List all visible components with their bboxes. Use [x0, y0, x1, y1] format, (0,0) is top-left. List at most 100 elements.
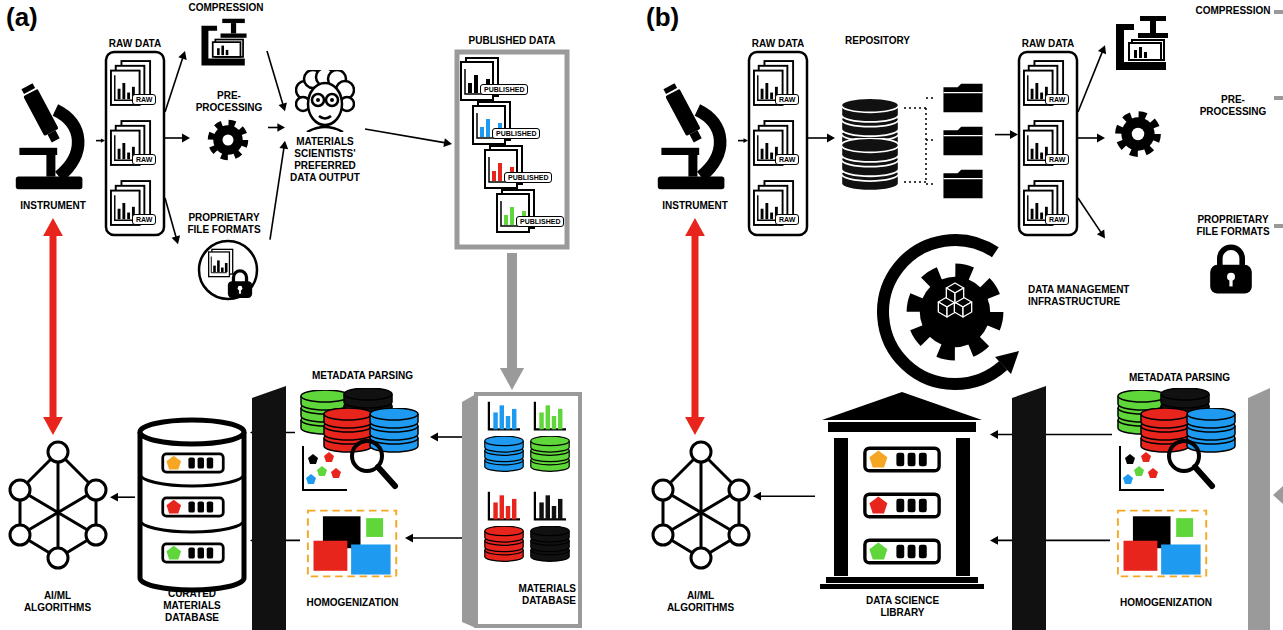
connector-line	[1078, 198, 1101, 233]
diagram-node: PROPRIETARY FILE FORMATS	[1105, 210, 1273, 305]
published-frame	[457, 52, 567, 247]
library-building-part	[865, 448, 939, 471]
arrow-head	[500, 368, 524, 390]
diagram-node: COMPRESSION	[185, 2, 267, 72]
homogenization-icon	[308, 511, 1206, 577]
connector-arrow	[268, 123, 285, 131]
curated-database-cylinder	[140, 420, 244, 590]
padlock-icon-part	[199, 241, 257, 299]
node-label: PROPRIETARY FILE FORMATS	[1193, 214, 1273, 238]
panel-letter: (a)	[6, 2, 38, 32]
connector-arrow	[165, 134, 190, 143]
arrow-head	[744, 138, 749, 143]
node-label: MATERIALS DATABASE	[496, 583, 576, 607]
arrow-head	[1097, 229, 1105, 238]
connector-line	[267, 51, 283, 105]
arrow-head	[172, 235, 180, 244]
node-label: HOMOGENIZATION	[1110, 597, 1222, 609]
arrow-head	[430, 433, 438, 442]
materials-database-panel-part	[489, 492, 520, 520]
diagram-node: DATA SCIENCE LIBRARY	[815, 390, 990, 626]
connector-arrow	[685, 218, 705, 435]
connector-line	[270, 147, 284, 239]
node-label: RAW DATA	[105, 38, 165, 50]
diagram-node: PROPRIETARY FILE FORMATS	[178, 212, 270, 304]
materials-database-panel-part	[476, 394, 580, 626]
diagram-node: DATA MANAGEMENT INFRASTRUCTURE	[880, 238, 1135, 388]
arrow-head	[279, 141, 288, 150]
connector-arrow	[405, 534, 468, 543]
scientist-icon-part	[296, 68, 354, 132]
materials-database-panel	[462, 394, 580, 628]
connector-arrow	[753, 492, 815, 501]
cut-off-arrow-part	[1274, 12, 1283, 226]
metadata-icon	[301, 388, 1235, 490]
microscope-icon-part	[16, 82, 83, 189]
diagram-node: AI/ML ALGORITHMS	[5, 435, 110, 616]
node-label: RAW DATA	[1018, 38, 1078, 50]
arrow-head	[277, 123, 285, 131]
diagram-node: RAW DATARAWRAWRAW	[748, 38, 808, 238]
panel-letter: (b)	[646, 2, 679, 32]
materials-database-panel-part	[485, 526, 523, 561]
diagram-node: MATERIALS SCIENTISTS' PREFERRED DATA OUT…	[285, 70, 365, 188]
node-label: DATA MANAGEMENT INFRASTRUCTURE	[1028, 284, 1135, 308]
library-building-part	[826, 577, 978, 583]
padlock-icon-part	[209, 249, 233, 276]
connector-arrow	[500, 253, 524, 390]
connector-line	[411, 537, 468, 539]
infrastructure-gear-part	[995, 351, 1019, 374]
arrow-head	[178, 51, 186, 60]
arrow-head	[278, 102, 286, 111]
compression-clamp	[201, 16, 1168, 70]
diagram-node: COMPRESSION	[1105, 2, 1271, 74]
curated-database-cylinder-part	[140, 420, 244, 444]
connector-arrow	[96, 138, 105, 142]
arrow-head	[405, 534, 413, 543]
diagram-node: INSTRUMENT	[652, 72, 738, 218]
connector-arrow	[43, 218, 63, 435]
arrow-head	[443, 138, 452, 147]
microscope-icon-part	[658, 82, 725, 189]
file-tag: PUBLISHED	[516, 216, 564, 227]
node-label: COMPRESSION	[185, 2, 267, 14]
node-label: DATA SCIENCE LIBRARY	[845, 595, 960, 619]
diagram-node: PRE-PROCESSING	[190, 90, 268, 165]
materials-database-panel-part	[489, 402, 520, 430]
arrow-head	[685, 218, 705, 236]
library-building-part	[820, 584, 984, 589]
connector-line	[268, 127, 279, 129]
diagram-node: METADATA PARSING	[1112, 372, 1247, 497]
node-label: MATERIALS SCIENTISTS' PREFERRED DATA OUT…	[285, 136, 365, 184]
library-building-part	[822, 392, 982, 420]
file-tag: RAW	[132, 214, 156, 225]
homogenization-icon-part	[308, 511, 396, 577]
raw-data-frame-part	[1019, 52, 1077, 235]
arrow-head	[110, 493, 118, 502]
diagram-node: RAW DATARAWRAWRAW	[105, 38, 165, 238]
library-building-part	[865, 540, 939, 563]
connector-line	[692, 232, 699, 420]
connector-line	[165, 57, 183, 112]
file-tag: RAW	[775, 94, 799, 105]
metadata-icon-part	[1118, 388, 1235, 490]
curated-database-cylinder-part	[140, 474, 244, 532]
filter-wall-part	[1273, 486, 1283, 504]
compression-clamp-part	[201, 19, 246, 66]
connector-arrow	[267, 51, 287, 111]
connector-arrow	[165, 198, 180, 244]
arrow-head	[182, 134, 190, 143]
repository-icon-part	[943, 84, 982, 112]
node-label: PRE-PROCESSING	[190, 90, 268, 114]
materials-database-panel-part	[531, 436, 569, 471]
node-label: INSTRUMENT	[10, 200, 96, 212]
connector-line	[165, 137, 184, 139]
processing-gear-part	[211, 123, 244, 156]
node-label: HOMOGENIZATION	[300, 597, 405, 609]
connector-line	[507, 253, 517, 372]
arrow-head	[753, 492, 761, 501]
infrastructure-gear-part	[946, 283, 963, 303]
connector-line	[759, 495, 815, 497]
